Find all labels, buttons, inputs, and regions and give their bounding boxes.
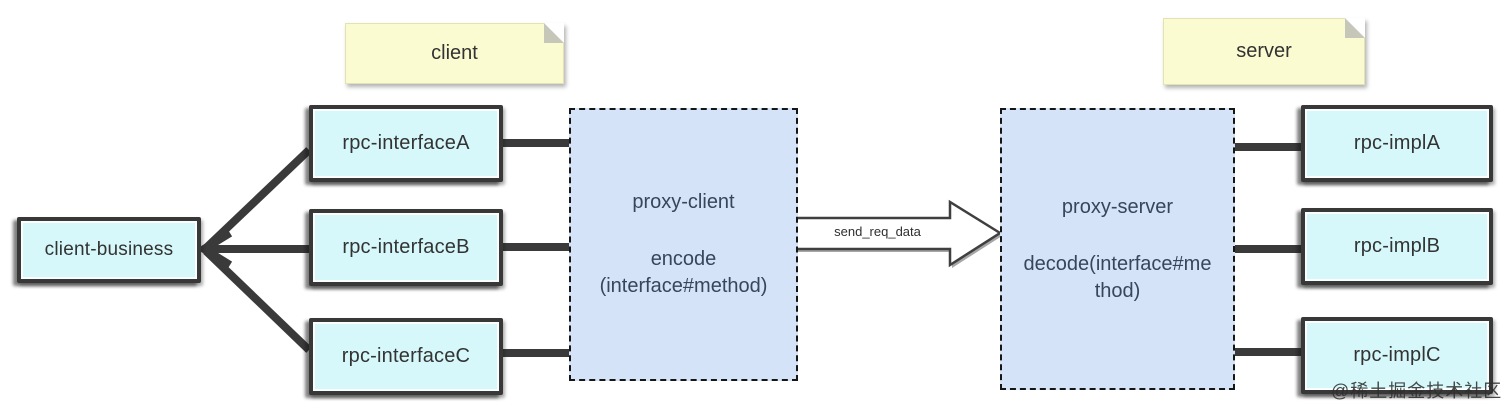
box-client-business: client-business [17, 217, 201, 283]
sticky-note-client: client [345, 23, 564, 84]
box-rpc-impl-c: rpc-implC [1301, 317, 1493, 394]
box-client-business-label: client-business [44, 239, 174, 260]
send-request-arrow [793, 199, 1003, 268]
arrowhead-icon [196, 229, 233, 269]
box-rpc-impl-b: rpc-implB [1301, 208, 1493, 285]
box-rpc-interface-a-label: rpc-interfaceA [342, 132, 470, 154]
sticky-note-server-label: server [1236, 40, 1292, 62]
proxy-server-body: decode(interface#method) [1023, 252, 1212, 302]
connector-business-interface-a [203, 147, 312, 251]
folded-corner-icon [1345, 18, 1365, 38]
watermark: @稀土掘金技术社区 [1331, 381, 1503, 401]
proxy-client-body: encode (interface#method) [599, 248, 768, 297]
connector-business-interface-c [203, 248, 312, 353]
box-rpc-interface-c-label: rpc-interfaceC [341, 345, 471, 367]
sticky-note-server: server [1163, 18, 1365, 85]
box-proxy-server: proxy-server decode(interface#method) [1000, 108, 1235, 390]
proxy-server-title: proxy-server [1061, 195, 1174, 218]
box-rpc-interface-b: rpc-interfaceB [309, 209, 503, 286]
proxy-client-title: proxy-client [632, 191, 735, 213]
box-rpc-interface-a: rpc-interfaceA [309, 105, 503, 182]
box-proxy-client: proxy-client encode (interface#method) [569, 108, 798, 381]
box-rpc-impl-a-label: rpc-implA [1353, 132, 1441, 154]
folded-corner-icon [544, 23, 564, 43]
box-rpc-impl-b-label: rpc-implB [1353, 235, 1441, 257]
box-rpc-interface-b-label: rpc-interfaceB [342, 236, 470, 258]
box-rpc-impl-a: rpc-implA [1301, 105, 1493, 182]
box-rpc-impl-c-label: rpc-implC [1353, 344, 1441, 366]
box-rpc-interface-c: rpc-interfaceC [309, 318, 503, 395]
sticky-note-client-label: client [431, 42, 478, 64]
send-request-arrow-label: send_req_data [834, 224, 921, 239]
